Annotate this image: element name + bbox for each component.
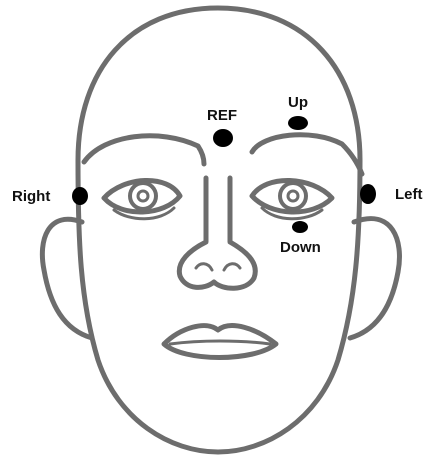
electrode-up-dot [288, 116, 308, 130]
nostril-left [224, 264, 240, 270]
right-eyebrow [84, 136, 204, 164]
right-eye [104, 180, 180, 218]
nostril-right [196, 264, 212, 270]
electrode-ref-label: REF [207, 107, 237, 124]
left-eyebrow [252, 135, 362, 174]
electrode-up-label: Up [288, 94, 308, 111]
electrode-left-dot [360, 184, 376, 204]
electrode-right-dot [72, 187, 88, 205]
electrode-left-label: Left [395, 186, 423, 203]
electrode-ref-dot [213, 129, 233, 147]
mouth-line [170, 341, 270, 344]
electrode-right-label: Right [12, 188, 50, 205]
nose [179, 178, 255, 288]
electrode-down-label: Down [280, 239, 321, 256]
electrodes [72, 116, 376, 233]
left-eye [252, 180, 332, 218]
face-drawing [42, 8, 399, 452]
head-outline [78, 8, 360, 452]
electrode-down-dot [292, 221, 308, 233]
